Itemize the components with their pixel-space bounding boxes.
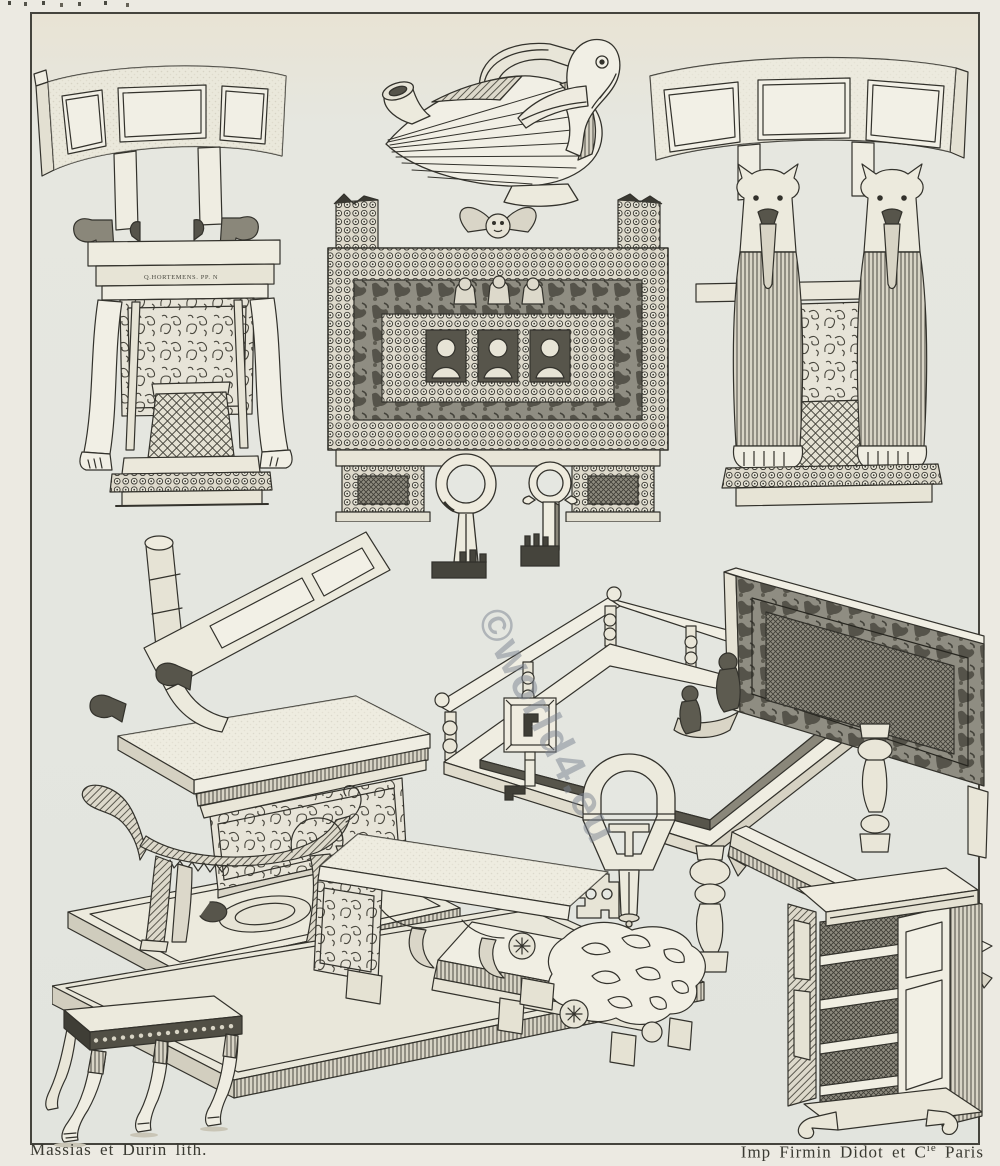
ring-key-small-illustration <box>520 461 578 567</box>
caption-printer-prefix: Imp Firmin Didot et C <box>740 1142 927 1162</box>
caption-printer-superscript: ie <box>926 1142 937 1154</box>
square-bow-key-illustration <box>503 697 557 801</box>
ring-key-large-illustration <box>431 453 497 579</box>
caption-printer: Imp Firmin Didot et Cie Paris <box>741 1142 984 1163</box>
lion-paw-stool-illustration <box>45 995 243 1148</box>
lion-caryatid-throne-illustration <box>649 56 969 507</box>
studded-bronze-throne-illustration <box>327 193 669 522</box>
animal-figure-throne-illustration <box>67 531 461 986</box>
open-shelf-cabinet-illustration <box>787 867 983 1139</box>
cropped-edge-marks <box>8 1 11 5</box>
caption-lithographer: Massias et Durin lith. <box>30 1140 208 1159</box>
engraved-inscription: Q.HORTEMENS. PP. N <box>144 274 218 281</box>
caption-printer-suffix: Paris <box>936 1142 984 1162</box>
curved-back-throne-illustration: Q.HORTEMENS. PP. N <box>33 65 293 507</box>
duck-askos-vessel-illustration <box>381 38 621 207</box>
